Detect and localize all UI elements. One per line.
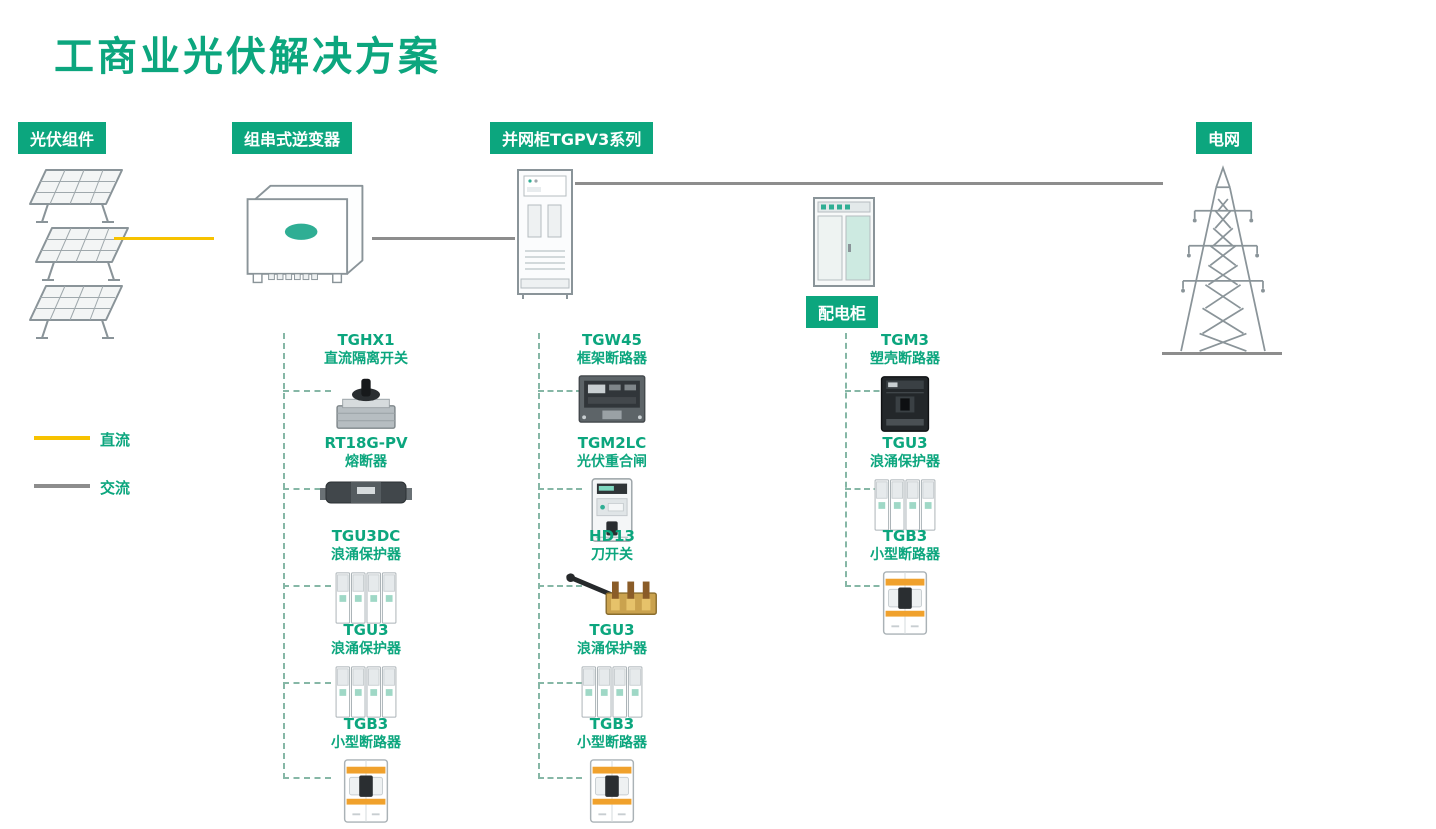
legend-ac-swatch [34,484,90,488]
component-model: TGU3 [882,434,928,452]
component-connector-line [283,333,285,779]
component-tgu3: TGU3 浪涌保护器 [830,434,980,533]
label-dist-cabinet: 配电柜 [806,296,879,328]
component-connector-line [283,585,331,587]
ac-line-grid-cabinet-to-tower [575,182,1163,185]
component-tgu3dc: TGU3DC 浪涌保护器 [291,527,441,626]
dc-line-panels-to-inverter [114,237,214,240]
component-desc: 小型断路器 [331,734,401,751]
component-model: TGM3 [881,331,929,349]
component-desc: 直流隔离开关 [324,350,408,367]
component-desc: 刀开关 [591,546,633,563]
component-desc: 框架断路器 [577,350,647,367]
component-model: RT18G-PV [324,434,408,452]
air-frame-breaker-icon [576,374,648,424]
ac-line-inverter-to-grid-cabinet [372,237,515,240]
component-connector-line [538,390,582,392]
component-desc: 塑壳断路器 [870,350,940,367]
legend-dc-swatch [34,436,90,440]
label-inverter: 组串式逆变器 [232,122,353,154]
component-model: TGM2LC [577,434,647,452]
component-tgb3: TGB3 小型断路器 [537,715,687,824]
component-tgw45: TGW45 框架断路器 [537,331,687,424]
fuse-icon [318,477,414,507]
component-desc: 熔断器 [345,453,387,470]
grid-cabinet-icon [515,167,575,302]
dc-isolator-switch-icon [324,374,408,432]
component-desc: 小型断路器 [870,546,940,563]
component-connector-line [845,390,889,392]
component-model: TGB3 [343,715,389,733]
label-grid: 电网 [1196,122,1253,154]
miniature-circuit-breaker-icon [881,570,929,636]
component-tgb3: TGB3 小型断路器 [830,527,980,636]
solar-panel-icon [32,224,132,286]
legend-ac-label: 交流 [100,479,131,497]
component-connector-line [283,777,331,779]
component-hd13: HD13 刀开关 [537,527,687,620]
component-desc: 浪涌保护器 [577,640,647,657]
component-connector-line [845,585,889,587]
miniature-circuit-breaker-icon [342,758,390,824]
component-tgu3: TGU3 浪涌保护器 [537,621,687,720]
component-desc: 光伏重合闸 [577,453,647,470]
tower-ground-line [1162,352,1282,355]
surge-protector-icon [873,477,937,533]
component-model: TGB3 [589,715,635,733]
transmission-tower-icon [1158,160,1288,355]
component-connector-line [538,585,582,587]
component-tgu3: TGU3 浪涌保护器 [291,621,441,720]
component-desc: 浪涌保护器 [870,453,940,470]
component-tgm2lc: TGM2LC 光伏重合闸 [537,434,687,543]
miniature-circuit-breaker-icon [588,758,636,824]
surge-protector-icon [334,570,398,626]
component-rt18g-pv: RT18G-PV 熔断器 [291,434,441,507]
component-model: TGHX1 [337,331,395,349]
component-model: TGU3 [343,621,389,639]
component-tghx1: TGHX1 直流隔离开关 [291,331,441,432]
component-desc: 小型断路器 [577,734,647,751]
string-inverter-icon [238,178,372,295]
component-connector-line [283,488,331,490]
molded-case-breaker-icon [873,374,937,434]
component-desc: 浪涌保护器 [331,546,401,563]
label-grid-cabinet: 并网柜TGPV3系列 [490,122,654,154]
solar-panel-icon [26,282,126,344]
page-title: 工商业光伏解决方案 [54,34,441,80]
component-connector-line [845,488,889,490]
component-desc: 浪涌保护器 [331,640,401,657]
label-pv-modules: 光伏组件 [18,122,107,154]
component-model: TGU3 [589,621,635,639]
component-connector-line [538,333,540,779]
surge-protector-icon [334,664,398,720]
component-model: TGW45 [582,331,642,349]
component-connector-line [283,682,331,684]
solar-panel-icon [26,166,126,228]
distribution-cabinet-icon [812,196,876,290]
component-connector-line [538,777,582,779]
component-model: TGB3 [882,527,928,545]
component-model: TGU3DC [331,527,401,545]
component-model: HD13 [589,527,635,545]
surge-protector-icon [580,664,644,720]
component-tgb3: TGB3 小型断路器 [291,715,441,824]
knife-switch-icon [562,570,662,620]
component-connector-line [538,682,582,684]
component-connector-line [845,333,847,587]
component-tgm3: TGM3 塑壳断路器 [830,331,980,434]
legend-dc-label: 直流 [100,431,131,449]
component-connector-line [538,488,582,490]
component-connector-line [283,390,331,392]
